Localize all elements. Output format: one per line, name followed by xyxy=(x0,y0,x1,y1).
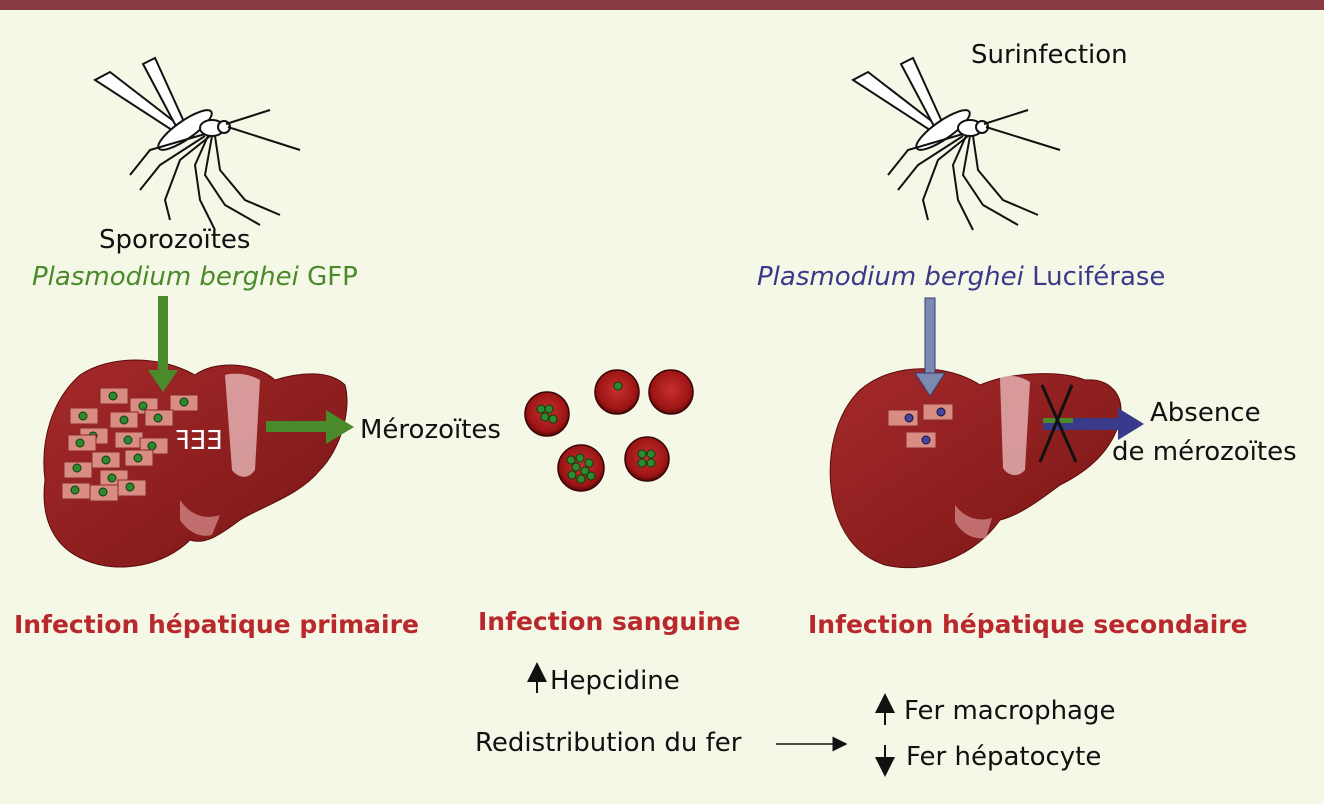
mosquito-left-icon xyxy=(93,56,301,231)
right-strain-label: Plasmodium berghei Luciférase xyxy=(757,262,1165,292)
title-secondary-infection: Infection hépatique secondaire xyxy=(808,610,1248,639)
blocked-merozoite-arrow xyxy=(1038,384,1144,463)
merozoites-label: Mérozoïtes xyxy=(360,415,501,445)
title-primary-infection: Infection hépatique primaire xyxy=(14,610,419,639)
title-blood-infection: Infection sanguine xyxy=(478,607,741,636)
left-strain-label: Plasmodium berghei GFP xyxy=(32,262,358,292)
surinfection-label: Surinfection xyxy=(971,40,1128,70)
mosquito-right-icon xyxy=(851,56,1061,231)
right-strain-species: Plasmodium berghei xyxy=(757,262,1024,292)
infected-hepatocytes-luciferase xyxy=(887,403,954,449)
liver-left xyxy=(43,359,348,568)
infected-hepatocytes-gfp xyxy=(61,387,199,502)
liver-right xyxy=(829,368,1122,569)
sporozoites-label: Sporozoïtes xyxy=(99,225,251,255)
sporozoite-arrow-gfp xyxy=(148,296,178,392)
merozoite-release-arrow xyxy=(266,410,354,444)
right-strain-marker: Luciférase xyxy=(1032,262,1166,292)
block-cross-icon xyxy=(1038,384,1078,463)
infected-red-blood-cells xyxy=(524,369,694,492)
hepcidine-label: Hepcidine xyxy=(550,666,680,696)
fer-macrophage-label: Fer macrophage xyxy=(904,696,1116,726)
absence-label-line2: de mérozoïtes xyxy=(1112,437,1297,467)
sporozoite-arrow-luciferase xyxy=(914,297,946,397)
absence-label-line1: Absence xyxy=(1150,398,1261,428)
redistribution-label: Redistribution du fer xyxy=(475,728,742,758)
left-strain-marker: GFP xyxy=(307,262,358,292)
fer-hepatocyte-label: Fer hépatocyte xyxy=(906,742,1102,772)
left-strain-species: Plasmodium berghei xyxy=(32,262,299,292)
top-frame-rule xyxy=(0,0,1324,10)
eef-label: EEF xyxy=(175,426,223,456)
